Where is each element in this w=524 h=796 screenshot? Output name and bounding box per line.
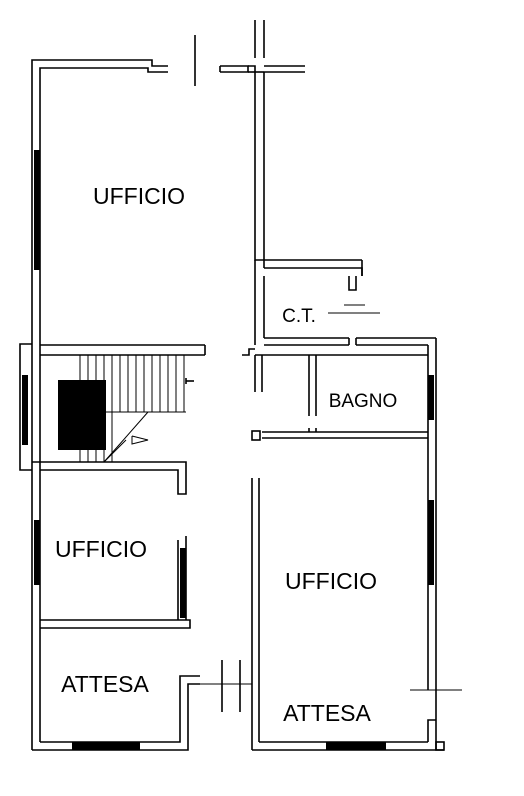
staircase [58,355,194,463]
walls-bagno [242,348,428,441]
room-label-attesa-left: ATTESA [61,671,149,697]
walls-central [248,20,437,750]
room-label-ufficio-left: UFFICIO [55,536,147,562]
room-label-bagno: BAGNO [329,391,398,412]
windows-right [326,375,434,750]
entrance-bottom [200,660,252,712]
room-label-ufficio-right: UFFICIO [285,568,377,594]
room-label-ufficio-top: UFFICIO [93,183,185,209]
entrance-top [194,35,249,86]
windows-left [22,150,186,750]
room-label-ct: C.T. [282,306,316,327]
room-label-attesa-right: ATTESA [283,700,371,726]
